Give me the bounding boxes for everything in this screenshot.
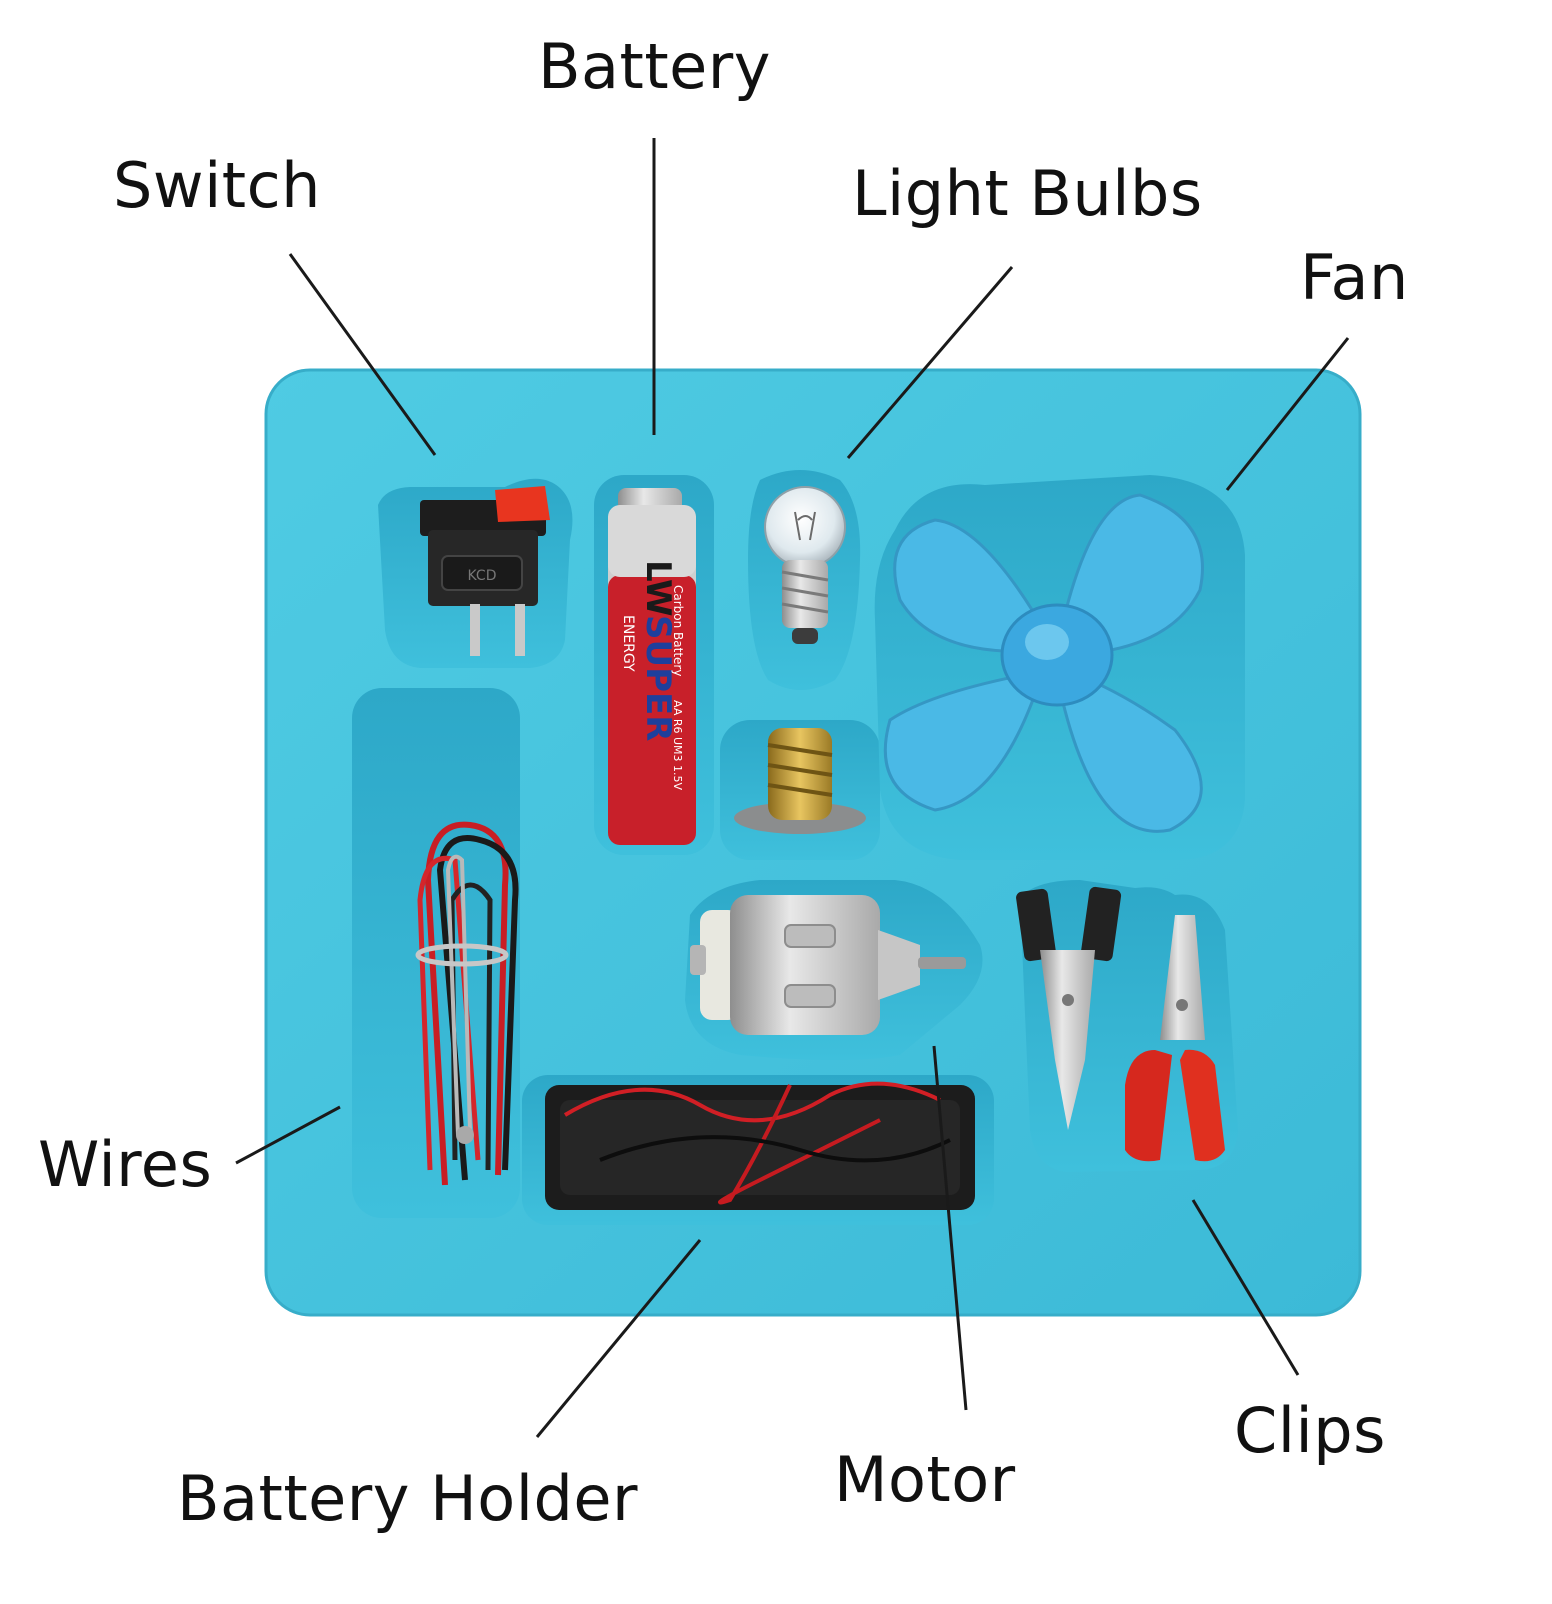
motor-shaft [918,957,966,969]
clip-red-handle-left [1125,1050,1172,1162]
aa-battery: LW SUPER ENERGY Carbon Battery AA R6 UM3… [608,488,696,845]
bulb-glass [764,486,846,568]
bulb-filament [794,511,816,541]
wire-black-1 [436,835,519,1181]
label-battery-holder: Battery Holder [177,1462,638,1535]
clip-red [1125,915,1225,1162]
clip-red-handle-right [1180,1049,1225,1162]
switch-label-plate [441,555,523,591]
leader-switch [288,253,437,456]
clip-black-handle-right [1080,886,1122,962]
clip-red-rivet [1176,999,1188,1011]
dc-motor [690,895,966,1035]
battery-holder [545,1081,975,1210]
light-bulb [764,486,846,644]
clip-black [1016,886,1122,1130]
alligator-clips [1016,886,1225,1162]
battery-type: Carbon Battery [671,585,685,676]
bulb-holder [734,728,866,834]
label-clips: Clips [1234,1394,1386,1467]
wire-black-2 [449,882,493,1171]
clip-red-jaw [1160,915,1205,1040]
battery-spec: AA R6 UM3 1.5V [671,700,684,791]
label-fan: Fan [1300,241,1409,314]
wire-bundle [415,821,519,1186]
holder-thread [767,743,833,797]
switch-rocker [495,486,550,522]
fan-blade-bottom-right [1058,668,1203,833]
motor-nose [878,930,920,1000]
motor-vent-top [784,924,836,948]
switch-pin-right [515,604,525,656]
fan-blade-bottom-left [883,667,1055,812]
motor-can [730,895,880,1035]
bulb-tip [792,628,818,644]
switch-marking: KCD [468,568,497,584]
holder-wire-black [599,1135,951,1163]
label-wires: Wires [38,1128,213,1201]
clip-black-handle-left [1016,888,1056,962]
holder-wire-red [563,1081,941,1123]
leader-clips [1191,1199,1300,1376]
battery-wrap [608,575,696,845]
leader-motor [932,1045,968,1411]
switch-pin-left [470,604,480,656]
leader-light-bulbs [846,266,1014,459]
rocker-switch: KCD [420,486,550,656]
clip-black-rivet [1062,994,1074,1006]
leader-wires [235,1105,341,1165]
wire-terminal [456,1126,474,1144]
propeller-fan [883,493,1204,833]
label-motor: Motor [834,1443,1016,1516]
motor-vent-bottom [784,984,836,1008]
twist-tie [415,943,509,967]
leader-fan [1225,337,1350,491]
battery-sub: ENERGY [620,615,636,672]
fan-blade-top [1058,493,1204,657]
leader-battery-holder [535,1239,702,1438]
wires-pocket [352,688,520,1218]
label-light-bulbs: Light Bulbs [852,157,1203,230]
battery-name: SUPER [638,615,678,741]
battery-brand: LW [638,560,678,617]
fan-blade-left [893,518,1052,653]
label-switch: Switch [113,149,321,222]
leader-lines [235,138,1350,1438]
clip-black-jaw [1040,950,1095,1130]
motor-terminal [690,945,706,975]
wire-lead-silver [445,854,472,1136]
label-battery: Battery [538,30,771,103]
battery-silver-band [608,505,696,577]
bulb-thread [781,570,829,614]
fan-hub-highlight [1025,624,1069,660]
wire-red-1 [424,821,509,1186]
tray-edge [264,368,1362,1317]
